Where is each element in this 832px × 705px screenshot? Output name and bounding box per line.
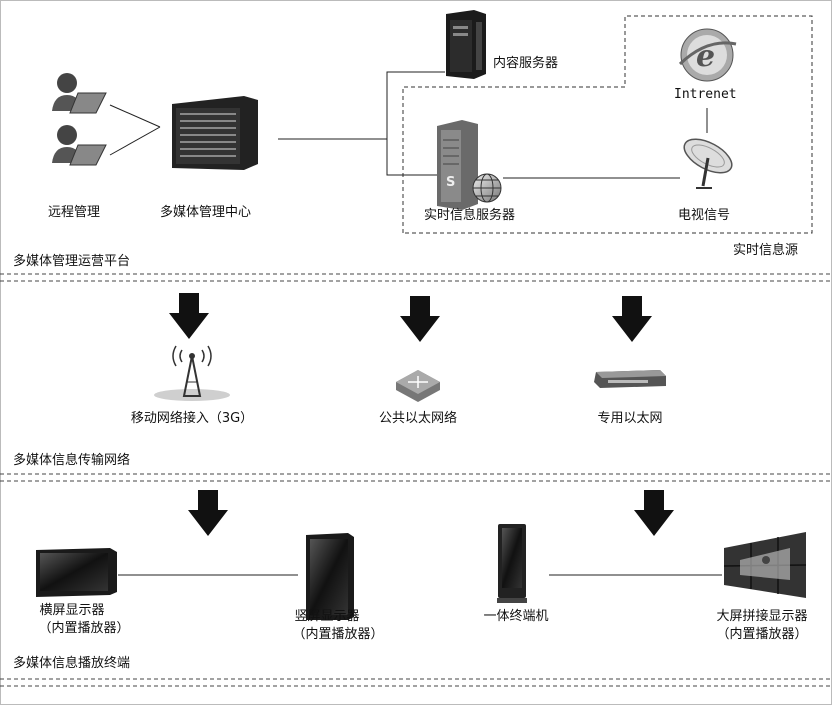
tv-signal-label: 电视信号: [678, 208, 731, 223]
video-wall-sublabel: （内置播放器）: [716, 627, 808, 642]
cell-tower-icon: [154, 345, 230, 401]
router-icon: [396, 370, 440, 402]
connection-lines: [109, 71, 722, 576]
landscape-display-icon: [36, 548, 117, 597]
down-arrow-icon: [634, 490, 674, 536]
landscape-display-label: 横屏显示器: [39, 603, 105, 618]
landscape-display-sublabel: （内置播放器）: [38, 621, 130, 636]
remote-user-icon: [52, 125, 107, 166]
network-switch-icon: [594, 370, 666, 388]
svg-text:S: S: [446, 175, 455, 190]
portrait-display-sublabel: （内置播放器）: [292, 627, 384, 642]
down-arrow-icon: [400, 296, 440, 342]
globe-icon: [472, 173, 502, 203]
satellite-dish-icon: [683, 138, 733, 189]
public-ethernet-label: 公共以太网络: [378, 411, 458, 426]
server-rack-icon: [172, 96, 258, 170]
section-title-network: 多媒体信息传输网络: [13, 453, 131, 468]
realtime-server-icon: S: [437, 120, 478, 210]
section-divider-2: [0, 473, 832, 482]
private-ethernet-label: 专用以太网: [597, 411, 663, 426]
remote-management-label: 远程管理: [48, 205, 101, 220]
internet-label: Intrenet: [674, 87, 737, 102]
down-arrow-icon: [169, 293, 209, 339]
realtime-source-boundary: [402, 15, 813, 234]
section-title-terminals: 多媒体信息播放终端: [13, 656, 131, 671]
content-server-icon: [446, 10, 486, 79]
mobile-network-label: 移动网络接入（3G）: [130, 411, 254, 426]
remote-user-icon: [52, 73, 107, 114]
down-arrow-icon: [188, 490, 228, 536]
realtime-source-label: 实时信息源: [733, 243, 799, 258]
video-wall-icon: [723, 532, 807, 598]
video-wall-label: 大屏拼接显示器: [716, 609, 808, 624]
section-title-platform: 多媒体管理运营平台: [13, 254, 131, 269]
realtime-server-label: 实时信息服务器: [424, 208, 516, 223]
section-divider-3: [0, 678, 832, 687]
portrait-display-label: 竖屏显示器: [294, 609, 360, 624]
kiosk-label: 一体终端机: [483, 609, 549, 624]
internet-icon: e: [678, 28, 737, 82]
kiosk-icon: [497, 524, 527, 603]
section-divider-1: [0, 273, 832, 282]
management-center-label: 多媒体管理中心: [160, 205, 252, 220]
portrait-display-icon: [306, 533, 354, 620]
content-server-label: 内容服务器: [493, 56, 559, 71]
down-arrow-icon: [612, 296, 652, 342]
